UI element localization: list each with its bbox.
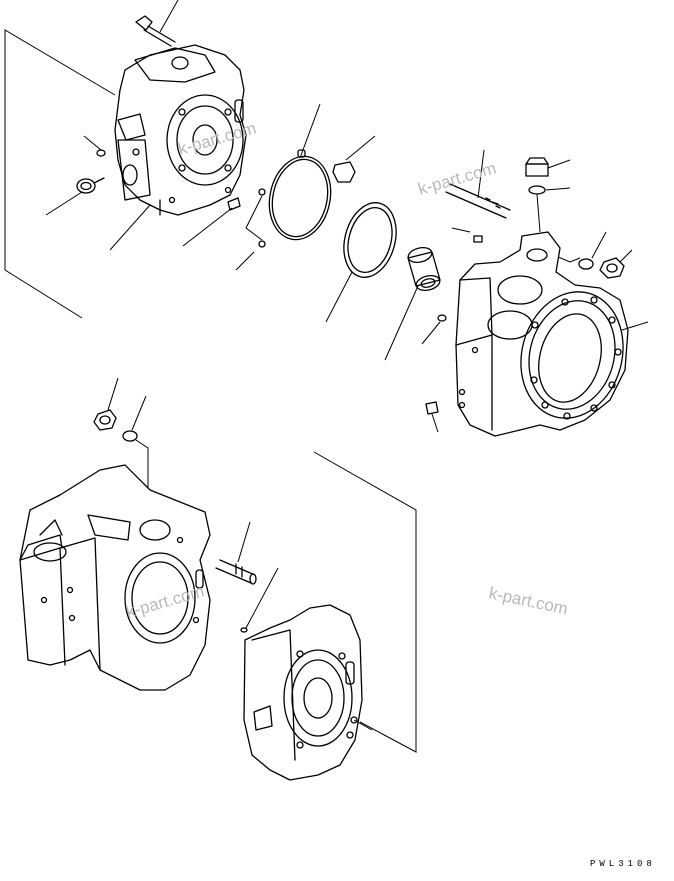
pump-cover-housing bbox=[114, 44, 247, 216]
watermark-4: k-part.com bbox=[487, 583, 569, 618]
large-o-ring bbox=[268, 103, 332, 241]
stud-bolt-right bbox=[445, 149, 511, 219]
seal-square bbox=[332, 135, 376, 183]
main-pump-housing bbox=[455, 231, 649, 437]
eye-bolt-left bbox=[45, 177, 105, 216]
set-screw-housing bbox=[421, 314, 447, 345]
snap-ring bbox=[325, 202, 397, 323]
stud-bolt-lower bbox=[215, 521, 257, 585]
plug-washer bbox=[528, 185, 571, 233]
end-cover-lower bbox=[243, 604, 373, 781]
small-plug-left bbox=[83, 135, 106, 157]
nut-right bbox=[599, 249, 633, 279]
connector-dash bbox=[555, 255, 581, 263]
leader-cover bbox=[109, 204, 151, 251]
nut-lower bbox=[93, 377, 119, 431]
set-screw-top bbox=[451, 227, 483, 243]
small-o-ring-set bbox=[235, 188, 266, 271]
washer-right bbox=[578, 231, 607, 270]
plug-housing-bottom bbox=[425, 401, 439, 433]
bushing bbox=[384, 246, 441, 361]
assembly-boundary-lower bbox=[313, 451, 417, 753]
cover-bolt bbox=[135, 0, 179, 47]
dowel-pin bbox=[182, 197, 241, 247]
watermark-2: k-part.com bbox=[416, 158, 498, 198]
pin-lower bbox=[240, 567, 279, 633]
port-plug bbox=[525, 157, 571, 177]
assembly-boundary-upper bbox=[4, 29, 116, 319]
drawing-code: PWL3108 bbox=[590, 859, 656, 869]
pump-body-lower bbox=[19, 464, 211, 691]
